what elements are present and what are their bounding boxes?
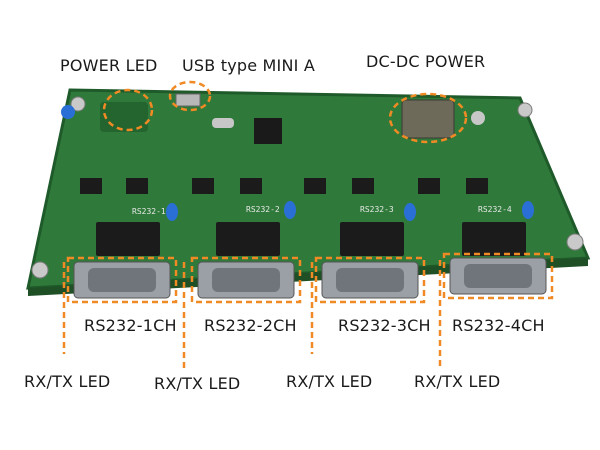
crystal: [212, 118, 234, 128]
highlight-usb: [168, 80, 212, 112]
highlight-rs232-4: [442, 252, 554, 300]
silkscreen-ch3: RS232-3: [360, 205, 394, 214]
mounting-hole: [70, 96, 86, 112]
mounting-hole: [566, 233, 584, 251]
label-rs232-1ch: RS232-1CH: [84, 316, 177, 335]
label-rxtx-led-1: RX/TX LED: [24, 372, 111, 391]
mounting-hole: [517, 102, 533, 118]
label-rxtx-led-2: RX/TX LED: [154, 374, 241, 393]
silkscreen-ch4: RS232-4: [478, 205, 512, 214]
label-power-led: POWER LED: [60, 56, 158, 75]
highlight-dcdc: [388, 92, 468, 144]
dcdc-module: [401, 99, 455, 139]
label-rs232-2ch: RS232-2CH: [204, 316, 297, 335]
pin-headers: [96, 222, 526, 256]
db9-connectors: [73, 257, 547, 299]
capacitor: [471, 111, 485, 125]
label-rxtx-led-4: RX/TX LED: [414, 372, 501, 391]
highlight-rs232-3: [314, 256, 426, 304]
capacitor: [61, 105, 75, 119]
silkscreen-ch2: RS232-2: [246, 205, 280, 214]
label-dcdc: DC-DC POWER: [366, 52, 486, 71]
label-rxtx-led-3: RX/TX LED: [286, 372, 373, 391]
mcu-chip: [254, 118, 282, 144]
capacitors: [166, 201, 534, 221]
highlight-rs232-1: [66, 256, 178, 304]
silkscreen-ch1: RS232-1: [132, 207, 166, 216]
highlight-power-led: [102, 88, 154, 132]
label-rs232-4ch: RS232-4CH: [452, 316, 545, 335]
ic-row: [80, 178, 488, 194]
label-usb: USB type MINI A: [182, 56, 315, 75]
highlight-rs232-2: [190, 256, 302, 304]
label-rs232-3ch: RS232-3CH: [338, 316, 431, 335]
usb-connector: [175, 93, 201, 107]
mounting-hole: [31, 261, 49, 279]
